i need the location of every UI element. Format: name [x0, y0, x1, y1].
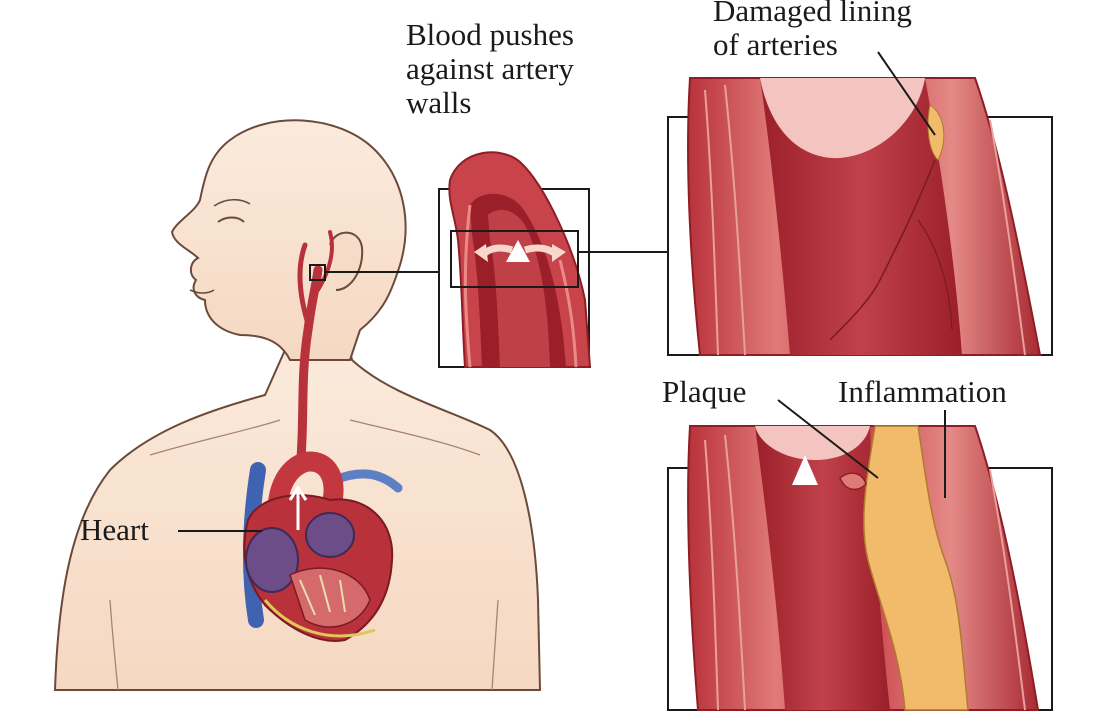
- wall-fiber-3: [989, 119, 1026, 356]
- ventricle: [289, 567, 371, 628]
- heart-illustration: [242, 451, 403, 642]
- heart-label: Heart: [80, 512, 149, 547]
- plaque-flow-arrowhead: [792, 455, 818, 485]
- lining-crack-2: [917, 219, 953, 331]
- right-atrium: [305, 512, 355, 558]
- plaque-cap: [839, 472, 867, 491]
- ear-outline: [329, 231, 364, 291]
- arm-crease-right: [491, 599, 499, 691]
- plaque-artery-top-opening: [755, 426, 870, 460]
- plaque-label: Plaque: [662, 374, 747, 409]
- wall-fiber-1: [704, 89, 719, 356]
- damaged-lining-label-line2: of arteries: [713, 27, 838, 62]
- left-atrium: [245, 527, 299, 593]
- wall-fiber-2: [724, 84, 746, 356]
- artery-wall-stripe-2: [558, 259, 578, 368]
- brow: [213, 198, 251, 207]
- artery-wall-stripe: [463, 204, 472, 368]
- damaged-lining-label-line1: Damaged lining: [713, 0, 912, 28]
- chordae: [299, 574, 346, 616]
- plaque-deposit: [863, 425, 969, 711]
- inflammation-label: Inflammation: [838, 374, 1007, 409]
- plaque-wall-fiber-1: [704, 439, 719, 711]
- blood-pushes-label-line3: walls: [406, 85, 472, 120]
- damaged-artery-top-opening: [760, 78, 925, 159]
- plaque-wall-fiber-3: [989, 469, 1026, 711]
- damaged-lining-panel: [667, 51, 1053, 356]
- aorta-flow-arrow: [288, 485, 308, 530]
- blood-pushes-label: Blood pushes against artery walls: [406, 18, 574, 120]
- left-pressure-arrowhead: [474, 244, 488, 262]
- artery-section-panel: [438, 151, 592, 368]
- plaque-panel: [667, 399, 1053, 711]
- collarbone-left: [149, 419, 281, 456]
- zoom-box: [450, 230, 579, 288]
- plaque-artery-lumen: [755, 426, 890, 710]
- carotid-branch: [297, 242, 313, 333]
- upward-flow-arrowhead: [506, 240, 530, 262]
- head-outline: [170, 119, 407, 361]
- plaque-pointer: [777, 399, 879, 479]
- mouth: [189, 289, 215, 294]
- carotid-artery: [295, 265, 323, 475]
- damaged-lining-label: Damaged lining of arteries: [713, 0, 912, 62]
- coronary-vessel: [263, 599, 376, 638]
- plaque-wall-fiber-2: [724, 434, 746, 711]
- collarbone-right: [349, 419, 481, 456]
- eye: [217, 216, 245, 223]
- arm-crease-left: [109, 599, 119, 691]
- right-pressure-arrowhead: [552, 244, 566, 262]
- blood-pushes-label-line1: Blood pushes: [406, 17, 574, 52]
- blood-pushes-label-line2: against artery: [406, 51, 574, 86]
- lining-crack: [829, 159, 936, 341]
- damaged-lining-pointer: [877, 51, 936, 136]
- carotid-branch-2: [316, 230, 334, 292]
